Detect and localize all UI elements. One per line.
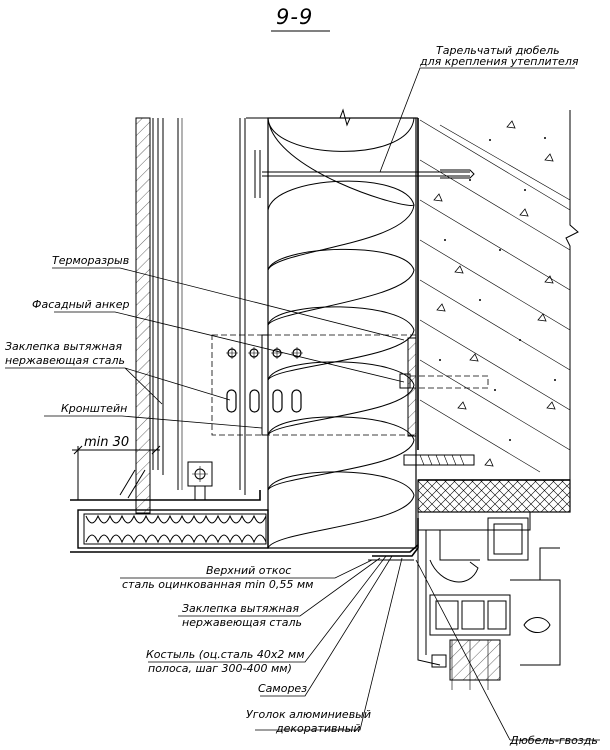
label-rivet-1a: Заклепка вытяжная <box>5 340 122 353</box>
label-crutch-2: полоса, шаг 300-400 мм) <box>148 662 292 675</box>
nail-dowel <box>403 454 475 466</box>
label-corner-1: Уголок алюминиевый <box>246 708 371 721</box>
lintel-block <box>417 479 571 513</box>
label-bracket: Кронштейн <box>61 402 127 415</box>
label-thermal-break: Терморазрыв <box>52 254 129 267</box>
annotation-labels: Тарельчатый дюбель для крепления утеплит… <box>5 44 598 747</box>
label-dowel-top-1: Тарельчатый дюбель <box>436 44 560 57</box>
label-crutch-1: Костыль (оц.сталь 40х2 мм <box>146 648 305 661</box>
facade-cladding <box>135 117 246 514</box>
window-frame <box>417 511 561 690</box>
insulation-layer <box>267 117 417 549</box>
svg-text:min 30: min 30 <box>84 435 129 450</box>
label-rivet-1b: нержавеющая сталь <box>5 354 125 367</box>
label-facade-anchor: Фасадный анкер <box>32 298 129 311</box>
label-corner-2: декоративный <box>275 722 361 735</box>
dimension-min30: min 30 <box>72 435 161 500</box>
label-dowel-top-2: для крепления утеплителя <box>419 55 579 68</box>
thermal-break <box>407 337 417 437</box>
bracket <box>226 334 303 436</box>
label-nail-dowel: Дюбель-гвоздь <box>509 734 598 747</box>
label-rivet-2a: Заклепка вытяжная <box>182 602 299 615</box>
leader-lines <box>5 67 600 741</box>
section-title: 9-9 <box>276 5 313 29</box>
label-screw: Саморез <box>258 682 307 695</box>
insulation-dowel <box>254 150 475 198</box>
label-upper-slope-2: сталь оцинкованная min 0,55 мм <box>122 578 313 591</box>
upper-slope <box>70 461 419 553</box>
label-rivet-2b: нержавеющая сталь <box>182 616 302 629</box>
label-upper-slope-1: Верхний откос <box>206 564 291 577</box>
